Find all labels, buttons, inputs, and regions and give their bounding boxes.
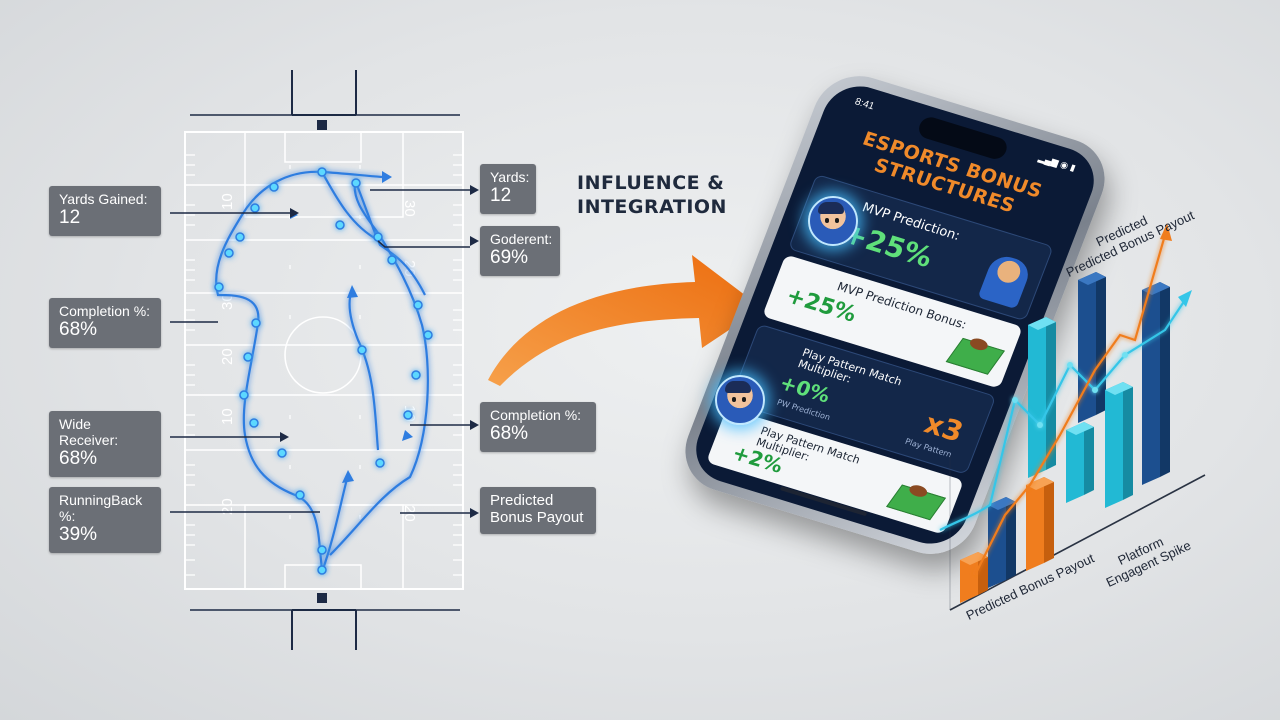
stat-value: 69% bbox=[490, 247, 529, 269]
route-nodes bbox=[214, 167, 433, 575]
heading-line-1: INFLUENCE & bbox=[577, 172, 725, 194]
section-heading: INFLUENCE & INTEGRATION bbox=[577, 172, 757, 220]
stat-label: Completion %: bbox=[490, 407, 582, 423]
stat-label: Wide Receiver: bbox=[59, 416, 119, 449]
stat-completion-right: Completion %: 68% bbox=[480, 402, 596, 452]
stat-yards-right: Yards: 12 bbox=[480, 164, 536, 214]
stat-value: 12 bbox=[59, 207, 81, 229]
stat-yards-gained: Yards Gained: 12 bbox=[49, 186, 161, 236]
bar-cyan-1 bbox=[1066, 422, 1094, 503]
yard-number: 10 bbox=[219, 408, 236, 425]
trend-arrowheads bbox=[1160, 223, 1192, 307]
bar-cyan-2 bbox=[1028, 317, 1056, 478]
football-field-diagram: 10 30 20 10 20 30 20 10 20 bbox=[170, 70, 479, 650]
connector-lines bbox=[170, 189, 470, 514]
stat-value: 68% bbox=[59, 448, 98, 470]
trend-lines bbox=[939, 234, 1186, 576]
stat-value: 12 bbox=[490, 185, 512, 207]
bar-navy-2 bbox=[1078, 272, 1106, 423]
stat-completion-left: Completion %: 68% bbox=[49, 298, 161, 348]
bar-chart-graphic bbox=[939, 223, 1206, 611]
orange-flow-arrow bbox=[488, 255, 762, 386]
trend-points bbox=[1012, 352, 1128, 428]
stat-label: Predicted bbox=[490, 492, 554, 509]
bar-orange-tall bbox=[1026, 477, 1054, 571]
status-icons: ▂▄▆ ◉ ▮ bbox=[1037, 152, 1078, 173]
yard-number: 30 bbox=[219, 293, 236, 310]
yard-number: 20 bbox=[219, 498, 236, 515]
stat-label: Yards Gained: bbox=[59, 191, 148, 207]
stat-value: Bonus Payout bbox=[490, 509, 584, 527]
stat-value: 68% bbox=[59, 319, 98, 341]
yard-number: 30 bbox=[401, 200, 418, 217]
player-avatar-icon bbox=[808, 196, 858, 246]
status-time: 8:41 bbox=[853, 96, 876, 113]
stat-label: Yards: bbox=[490, 169, 530, 185]
stat-value: 39% bbox=[59, 524, 98, 546]
chart-bars bbox=[960, 272, 1170, 603]
stat-label: Goderent: bbox=[490, 231, 553, 247]
stat-wide-receiver: Wide Receiver: 68% bbox=[49, 411, 161, 478]
stat-predicted-bonus: Predicted Bonus Payout bbox=[480, 487, 596, 534]
heading-line-2: INTEGRATION bbox=[577, 195, 727, 218]
stat-value: 68% bbox=[490, 423, 529, 445]
player-avatar-icon bbox=[715, 375, 765, 425]
yard-number: 20 bbox=[219, 348, 236, 365]
yard-number: 10 bbox=[219, 193, 236, 210]
bar-cyan-3 bbox=[1105, 382, 1133, 508]
stat-goderent: Goderent: 69% bbox=[480, 226, 560, 276]
bar-navy-3 bbox=[1142, 282, 1170, 485]
play-routes bbox=[215, 170, 429, 573]
stat-label: Completion %: bbox=[59, 303, 151, 319]
stat-running-back: RunningBack %: 39% bbox=[49, 487, 161, 554]
stat-label: RunningBack %: bbox=[59, 492, 143, 525]
